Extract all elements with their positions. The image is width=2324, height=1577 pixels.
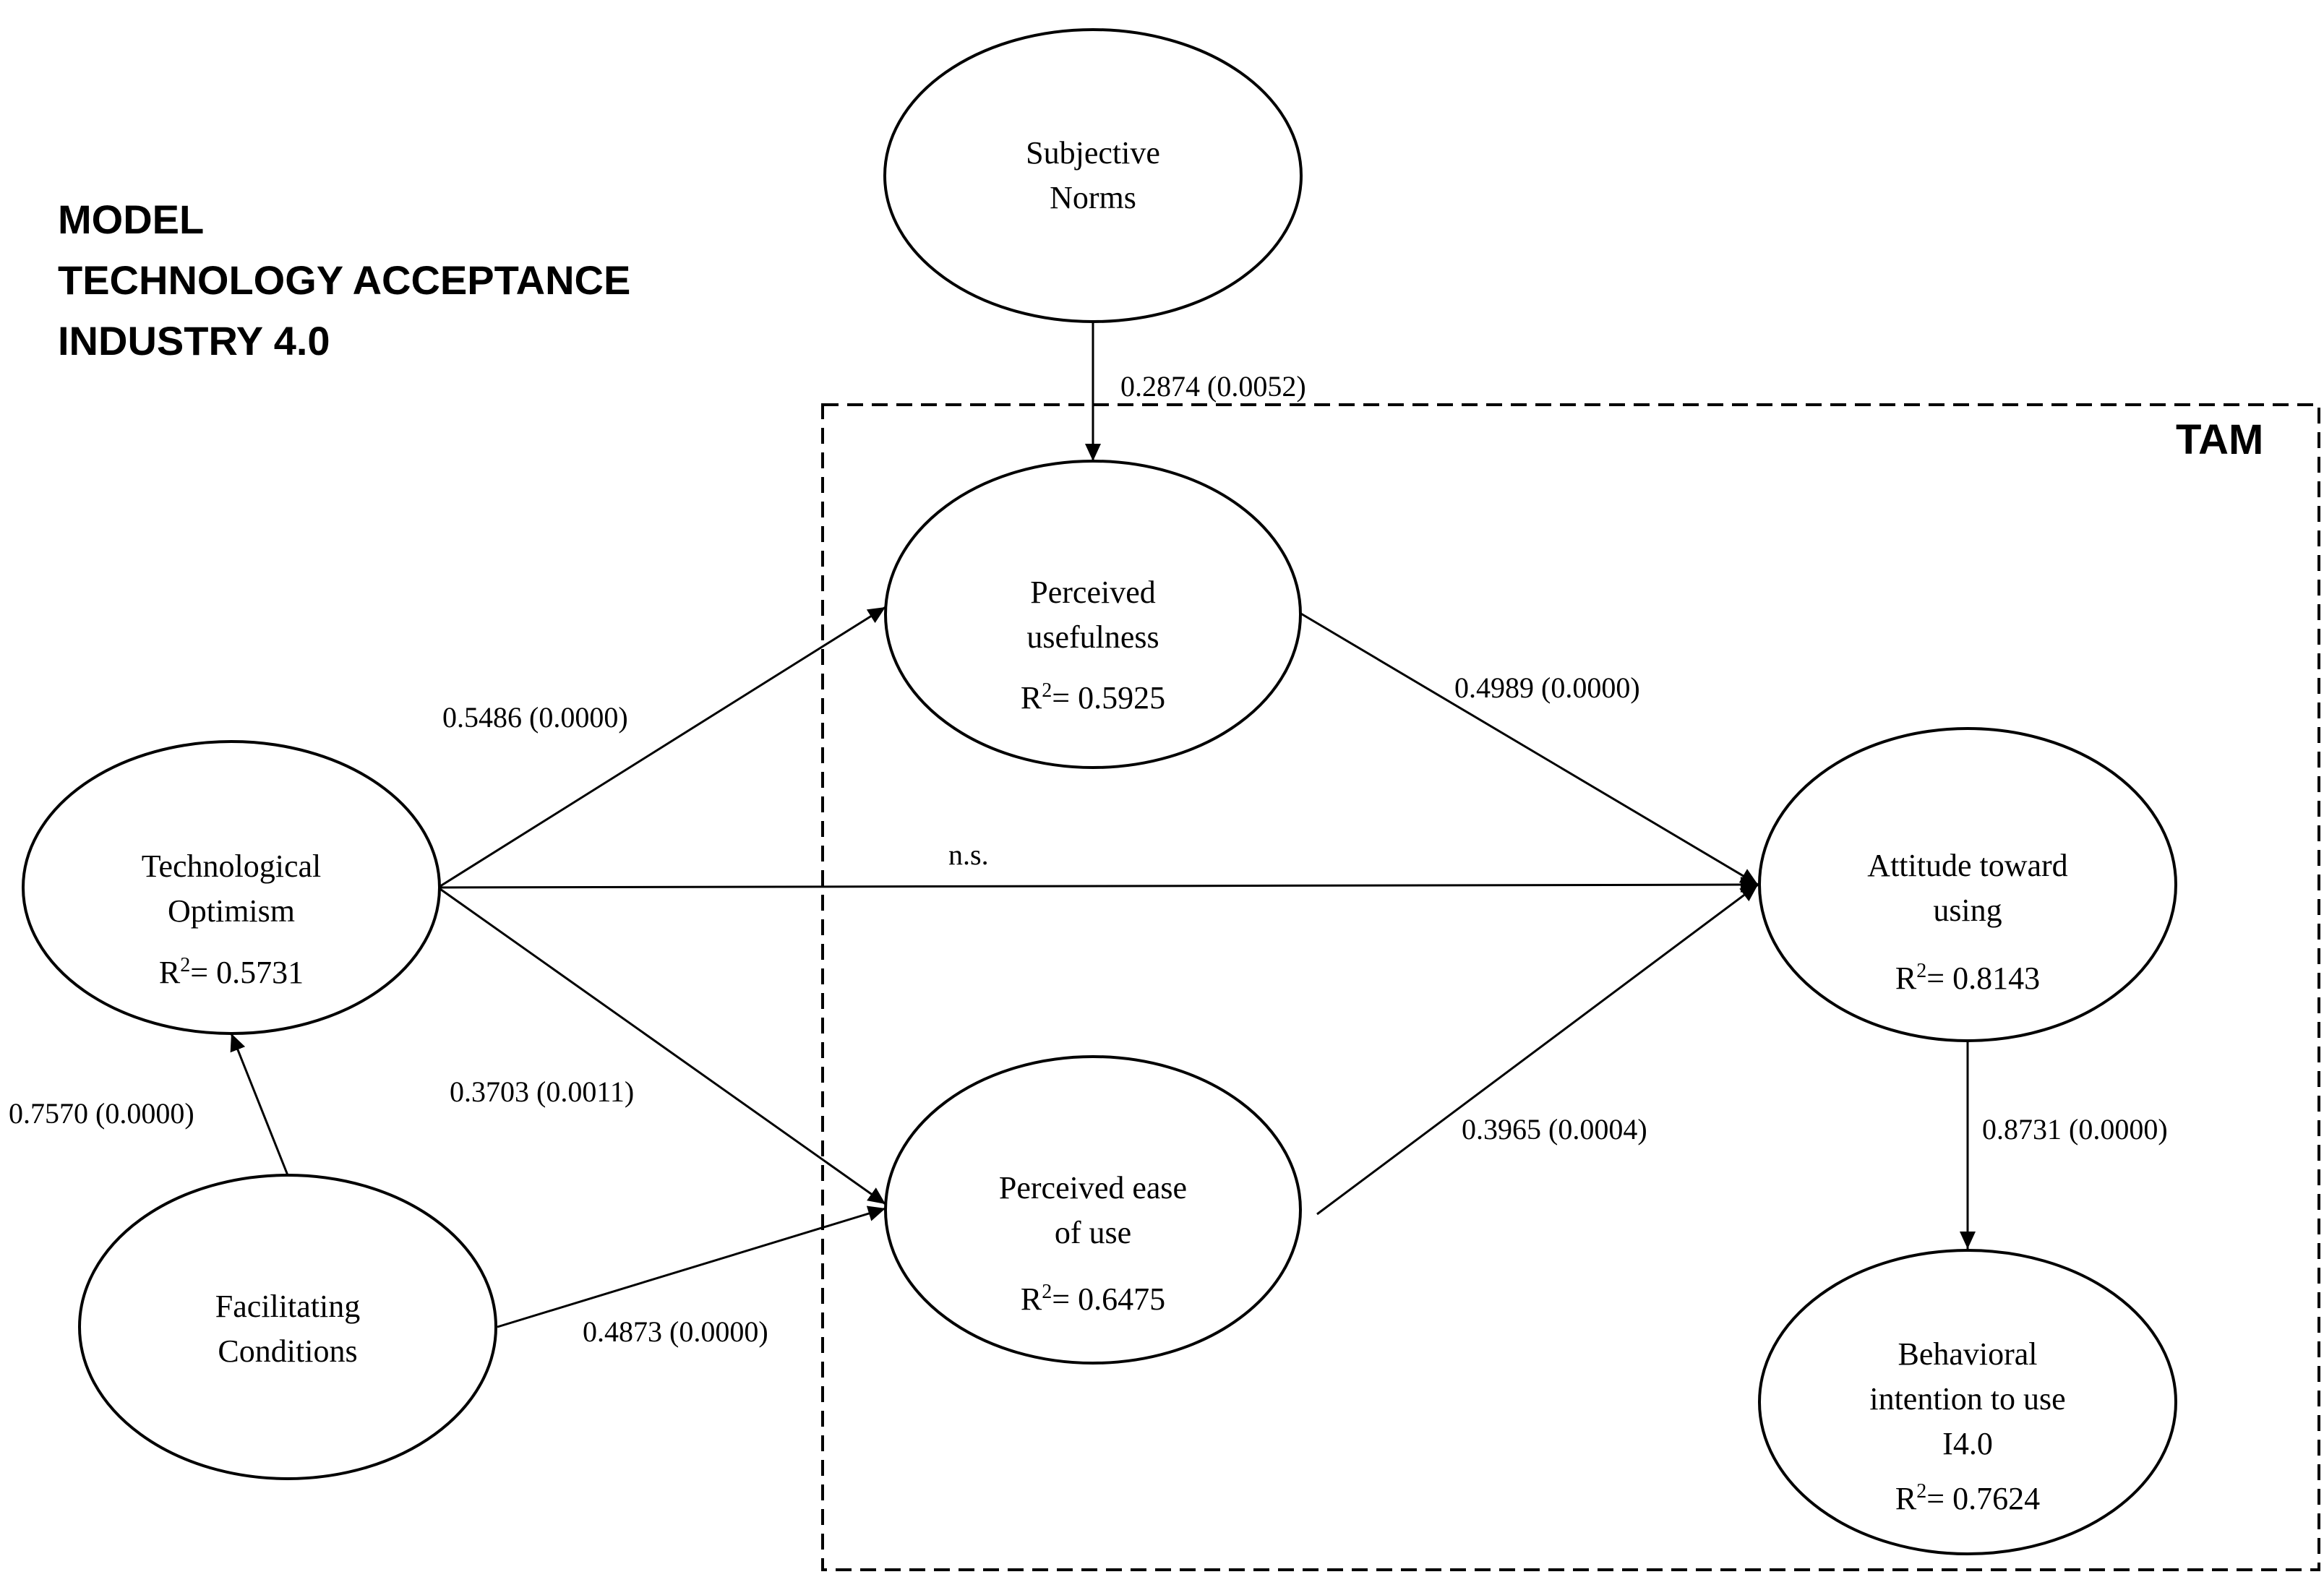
- r2-superscript: 2: [180, 954, 190, 976]
- r2-value: = 0.8143: [1926, 961, 2040, 996]
- node-shape: [1758, 727, 2177, 1042]
- edge-label-to-pu: 0.5486 (0.0000): [442, 701, 628, 734]
- node-label-line: Conditions: [218, 1333, 357, 1369]
- node-label-line: Optimism: [168, 893, 295, 929]
- r2-superscript: 2: [1916, 960, 1926, 982]
- node-label-line: of use: [1055, 1215, 1131, 1250]
- node-shape: [883, 28, 1303, 323]
- node-label-line: intention to use: [1869, 1381, 2065, 1417]
- r2-superscript: 2: [1042, 679, 1052, 702]
- edge-labels: 0.2874 (0.0052) 0.5486 (0.0000) 0.4989 (…: [9, 370, 2168, 1348]
- title-line-1: MODEL: [58, 197, 205, 242]
- edge-fc-to: [230, 1033, 289, 1176]
- r2-superscript: 2: [1916, 1480, 1926, 1503]
- edge-label-fc-to: 0.7570 (0.0000): [9, 1097, 194, 1130]
- r2-symbol: R: [1021, 680, 1042, 716]
- title-line-3: INDUSTRY 4.0: [58, 318, 330, 364]
- node-r2: R2= 0.6475: [1021, 1281, 1165, 1317]
- r2-symbol: R: [1895, 1481, 1917, 1516]
- node-subjective-norms: Subjective Norms: [883, 28, 1303, 323]
- edge-label-to-peou: 0.3703 (0.0011): [450, 1075, 634, 1108]
- node-technological-optimism: Technological Optimism R2= 0.5731: [22, 740, 441, 1035]
- node-perceived-usefulness: Perceived usefulness R2= 0.5925: [884, 460, 1302, 769]
- edge-label-att-bi: 0.8731 (0.0000): [1982, 1113, 2168, 1146]
- node-label-line: Behavioral: [1898, 1336, 2037, 1372]
- node-shape: [884, 460, 1302, 769]
- node-attitude-toward-using: Attitude toward using R2= 0.8143: [1758, 727, 2177, 1042]
- r2-value: = 0.6475: [1052, 1281, 1165, 1317]
- edge-to-pu: [437, 606, 886, 889]
- edge-fc-peou: [497, 1206, 886, 1328]
- r2-symbol: R: [159, 955, 181, 990]
- edge-to-peou: [437, 886, 886, 1206]
- edge-label-to-att: n.s.: [948, 838, 989, 871]
- node-label-line: Attitude toward: [1867, 848, 2067, 883]
- node-label-line: Perceived: [1030, 575, 1155, 610]
- node-r2: R2= 0.5731: [159, 954, 304, 990]
- node-label-line: Norms: [1050, 180, 1136, 215]
- r2-symbol: R: [1021, 1281, 1042, 1317]
- tam-boundary-label: TAM: [2176, 416, 2264, 463]
- node-shape: [22, 740, 441, 1035]
- node-label-line: usefulness: [1026, 619, 1159, 655]
- edge-label-fc-peou: 0.4873 (0.0000): [583, 1315, 768, 1348]
- edge-label-pu-att: 0.4989 (0.0000): [1454, 671, 1640, 704]
- diagram-title: MODEL TECHNOLOGY ACCEPTANCE INDUSTRY 4.0: [58, 189, 630, 371]
- node-r2: R2= 0.7624: [1895, 1480, 2040, 1516]
- node-shape: [1758, 1249, 2177, 1555]
- node-r2: R2= 0.8143: [1895, 960, 2040, 996]
- node-label-line: I4.0: [1942, 1426, 1993, 1461]
- r2-superscript: 2: [1042, 1281, 1052, 1303]
- r2-value: = 0.7624: [1926, 1481, 2040, 1516]
- node-behavioral-intention: Behavioral intention to use I4.0 R2= 0.7…: [1758, 1249, 2177, 1555]
- edges: [230, 322, 1976, 1328]
- node-facilitating-conditions: Facilitating Conditions: [78, 1174, 497, 1480]
- edge-to-att: [437, 877, 1759, 893]
- title-line-2: TECHNOLOGY ACCEPTANCE: [58, 257, 631, 303]
- node-perceived-ease-of-use: Perceived ease of use R2= 0.6475: [884, 1055, 1302, 1365]
- r2-value: = 0.5731: [190, 955, 304, 990]
- node-shape: [884, 1055, 1302, 1365]
- edge-label-sn-pu: 0.2874 (0.0052): [1120, 370, 1306, 403]
- r2-symbol: R: [1895, 961, 1917, 996]
- node-label-line: using: [1933, 893, 2002, 928]
- edge-peou-att: [1316, 883, 1759, 1216]
- node-label-line: Facilitating: [215, 1289, 360, 1324]
- node-label-line: Perceived ease: [999, 1170, 1187, 1206]
- node-r2: R2= 0.5925: [1021, 679, 1165, 716]
- r2-value: = 0.5925: [1052, 680, 1165, 716]
- tam-boundary: [821, 403, 2320, 1571]
- node-label-line: Subjective: [1026, 135, 1160, 171]
- edge-pu-att: [1299, 611, 1759, 886]
- node-shape: [78, 1174, 497, 1480]
- node-label-line: Technological: [142, 848, 322, 884]
- edge-label-peou-att: 0.3965 (0.0004): [1462, 1113, 1647, 1146]
